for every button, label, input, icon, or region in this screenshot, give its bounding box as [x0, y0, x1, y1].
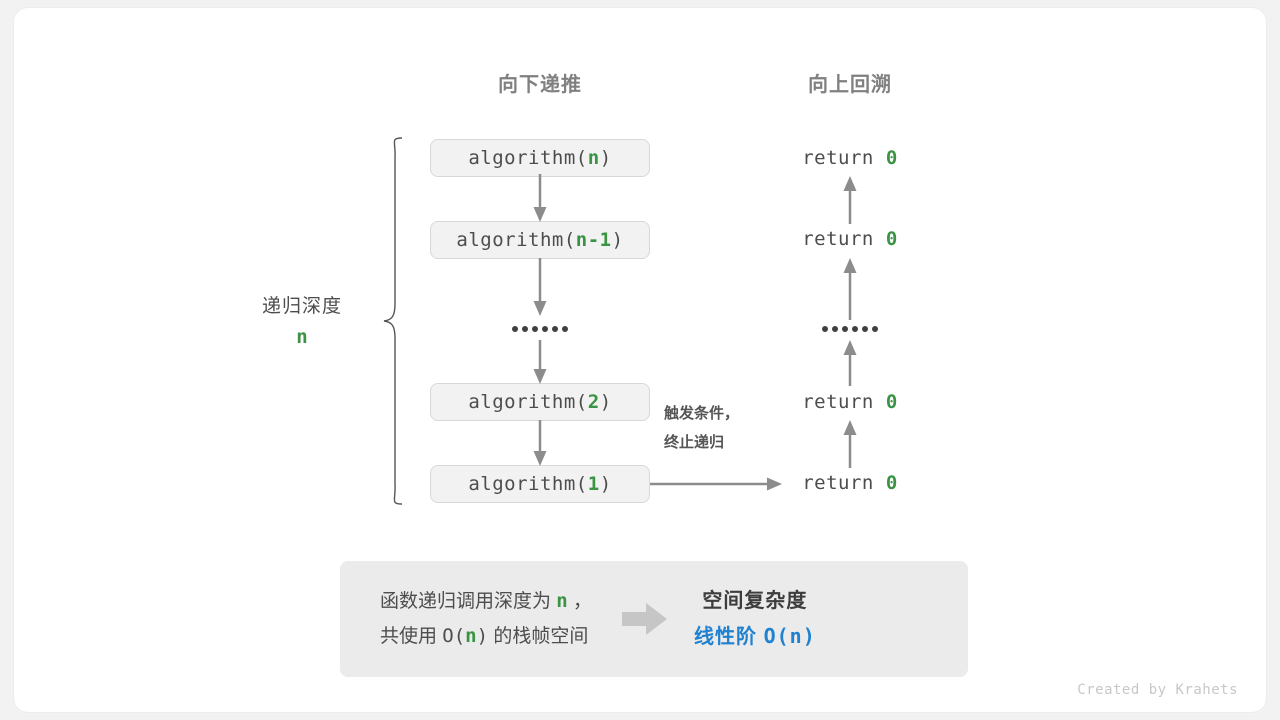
- call-box-text: algorithm(: [468, 391, 588, 413]
- trigger-line-1: 触发条件，: [664, 405, 740, 422]
- credit-text: Created by Krahets: [1077, 682, 1238, 698]
- call-box-text: algorithm(: [468, 473, 588, 495]
- summary-line-2-n: n: [465, 625, 477, 647]
- return-keyword: return: [802, 147, 874, 169]
- return-value: 0: [885, 472, 898, 494]
- call-box-arg: n: [587, 147, 600, 169]
- call-box-close: ): [599, 473, 612, 495]
- summary-block-arrow-icon: [622, 602, 668, 636]
- call-box-n-minus-1: algorithm(n-1): [430, 221, 650, 259]
- summary-complexity-value-mono: O(n): [763, 623, 816, 648]
- right-ellipsis-dots: [822, 326, 878, 332]
- down-arrow-1: [533, 174, 547, 222]
- summary-line-1-post: ，: [567, 590, 593, 612]
- return-label-3: return 0: [802, 391, 898, 413]
- summary-line-2: 共使用 O(n) 的栈帧空间: [380, 619, 592, 654]
- summary-complexity-title: 空间复杂度: [702, 589, 808, 612]
- call-box-arg: 2: [587, 391, 600, 413]
- column-header-upward: 向上回溯: [808, 74, 892, 96]
- return-label-4: return 0: [802, 472, 898, 494]
- summary-left-text: 函数递归调用深度为 n ， 共使用 O(n) 的栈帧空间: [340, 584, 592, 654]
- down-arrow-2: [533, 258, 547, 316]
- call-box-arg: 1: [587, 473, 600, 495]
- summary-line-2-fn-close: ): [476, 625, 489, 647]
- return-value: 0: [885, 147, 898, 169]
- up-arrow-4: [843, 420, 857, 468]
- return-value: 0: [885, 391, 898, 413]
- return-keyword: return: [802, 472, 874, 494]
- call-box-close: ): [611, 229, 624, 251]
- recursion-depth-label: 递归深度 n: [262, 291, 342, 348]
- trigger-condition-note: 触发条件， 终止递归: [664, 400, 739, 457]
- recursion-depth-brace: [383, 137, 403, 505]
- up-arrow-3: [843, 340, 857, 386]
- diagram-card: 向下递推 向上回溯 algorithm(n) algorithm(n-1) al…: [14, 8, 1266, 712]
- summary-line-2-fn: O(: [442, 625, 466, 647]
- up-arrow-1: [843, 176, 857, 224]
- return-value: 0: [885, 228, 898, 250]
- call-box-text: algorithm(: [468, 147, 588, 169]
- recursion-depth-text: 递归深度: [261, 296, 343, 317]
- call-box-2: algorithm(2): [430, 383, 650, 421]
- trigger-line-2: 终止递归: [664, 433, 725, 451]
- summary-complexity-value-cn: 线性阶: [694, 625, 764, 648]
- termination-arrow: [650, 477, 782, 491]
- call-box-close: ): [599, 147, 612, 169]
- summary-line-1: 函数递归调用深度为 n ，: [380, 584, 592, 619]
- summary-box: 函数递归调用深度为 n ， 共使用 O(n) 的栈帧空间 空间复杂度 线性阶 O…: [340, 561, 968, 677]
- call-box-n: algorithm(n): [430, 139, 650, 177]
- summary-right-text: 空间复杂度 线性阶 O(n): [694, 584, 816, 655]
- left-ellipsis-dots: [512, 326, 568, 332]
- down-arrow-4: [533, 420, 547, 466]
- call-box-arg: n-1: [575, 229, 612, 251]
- up-arrow-2: [843, 258, 857, 320]
- return-label-2: return 0: [802, 228, 898, 250]
- call-box-1: algorithm(1): [430, 465, 650, 503]
- summary-line-2-post: 的栈帧空间: [488, 626, 589, 647]
- return-keyword: return: [802, 391, 874, 413]
- summary-line-1-pre: 函数递归调用深度为: [380, 590, 557, 612]
- down-arrow-3: [533, 340, 547, 384]
- column-header-downward: 向下递推: [498, 74, 582, 96]
- return-keyword: return: [802, 228, 874, 250]
- recursion-depth-value: n: [296, 326, 308, 348]
- call-box-text: algorithm(: [456, 229, 576, 251]
- summary-line-2-pre: 共使用: [380, 626, 443, 647]
- summary-line-1-n: n: [556, 589, 568, 612]
- summary-complexity-value: 线性阶 O(n): [694, 619, 816, 655]
- call-box-close: ): [599, 391, 612, 413]
- return-label-1: return 0: [802, 147, 898, 169]
